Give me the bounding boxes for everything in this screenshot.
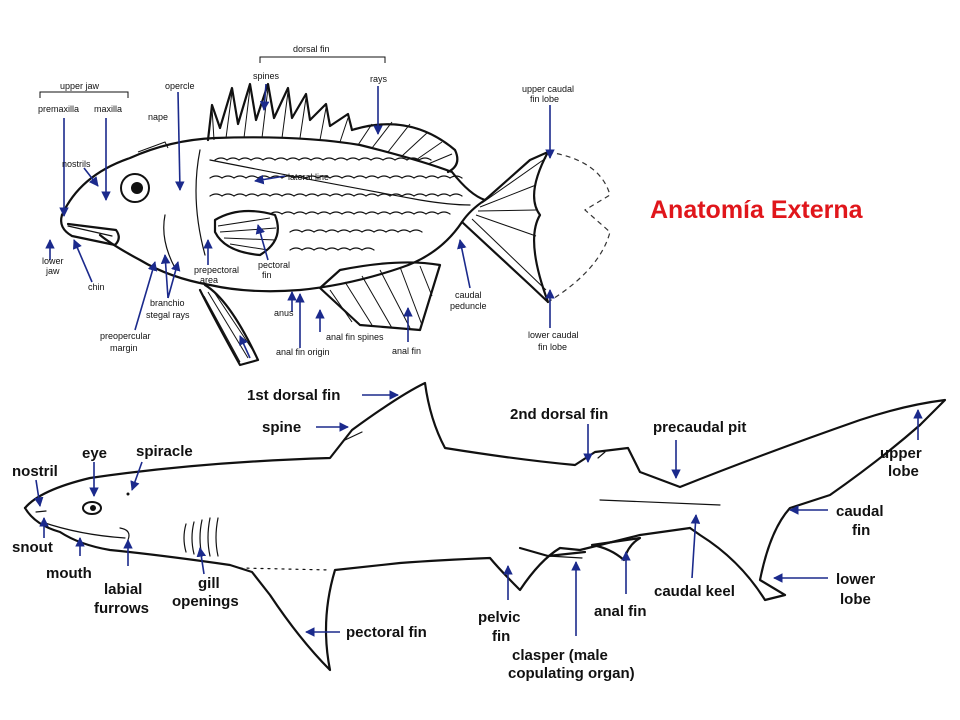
shark-label-spiracle: spiracle [136,443,193,460]
fish-label-anus: anus [274,308,294,318]
fish-label-chin: chin [88,282,105,292]
fish-label-caudal: caudal [455,290,482,300]
fish-label-premaxilla: premaxilla [38,104,79,114]
shark-label-snout: snout [12,539,53,556]
shark-label-nostril: nostril [12,463,58,480]
shark-label-lower: lower [836,571,875,588]
shark-label-clasper: clasper (male [512,647,608,664]
upper-jaw-bracket [39,91,129,98]
shark-label-caudal: caudal [836,503,884,520]
shark-label-labial: labial [104,581,142,598]
shark-illustration [23,381,947,672]
fish-label-rays: rays [370,74,388,84]
fish-label-anal-fin-origin: anal fin origin [276,347,330,357]
fish-label-spines: spines [253,71,280,81]
fish-label-stegal-rays: stegal rays [146,310,190,320]
shark-label-caudal-fin: fin [852,522,870,539]
fish-label-jaw: jaw [45,266,60,276]
fish-label-lateral-line: lateral line [288,172,329,182]
fish-label-nostrils: nostrils [62,159,91,169]
dorsal-fin-bracket [259,56,386,63]
fish-pointer-lines [45,83,555,359]
fish-label-upper-caudal: upper caudal [522,84,574,94]
nape-bracket [137,141,169,153]
shark-label-eye: eye [82,445,107,462]
page-title: Anatomía Externa [650,196,864,224]
shark-label-lower-lobe: lobe [840,591,871,608]
bony-fish-illustration [60,82,611,367]
shark-pointer-lines [33,390,923,637]
fish-label-pectoral-fin: fin [262,270,272,280]
fish-label-lower: lower [42,256,64,266]
shark-label-mouth: mouth [46,565,92,582]
shark-label-gill: gill [198,575,220,592]
fish-label-dorsal-fin: dorsal fin [293,44,330,54]
shark-label-pectoral-fin: pectoral fin [346,624,427,641]
fish-label-lower-caudal-lobe: fin lobe [538,342,567,352]
fish-label-upper-jaw: upper jaw [60,81,100,91]
fish-label-preopercular: preopercular [100,331,151,341]
fish-label-nape: nape [148,112,168,122]
shark-label-2nd-dorsal-fin: 2nd dorsal fin [510,406,608,423]
shark-label-upper: upper [880,445,922,462]
fish-label-upper-caudal-lobe: fin lobe [530,94,559,104]
shark-label-upper-lobe: lobe [888,463,919,480]
shark-label-caudal-keel: caudal keel [654,583,735,600]
fish-label-anal-fin: anal fin [392,346,421,356]
fish-label-branchio: branchio [150,298,185,308]
fish-label-maxilla: maxilla [94,104,122,114]
fish-label-lower-caudal: lower caudal [528,330,579,340]
shark-label-1st-dorsal-fin: 1st dorsal fin [247,387,340,404]
shark-label-copulating-organ: copulating organ) [508,665,635,682]
fish-label-margin: margin [110,343,138,353]
fish-label-opercle: opercle [165,81,195,91]
shark-label-precaudal-pit: precaudal pit [653,419,746,436]
fish-label-prepectoral: prepectoral [194,265,239,275]
shark-label-openings: openings [172,593,239,610]
shark-label-pelvic: pelvic [478,609,521,626]
shark-label-anal-fin: anal fin [594,603,647,620]
fish-label-pectoral: pectoral [258,260,290,270]
fish-label-prepectoral-area: area [200,275,218,285]
fish-label-peduncle: peduncle [450,301,487,311]
shark-label-furrows: furrows [94,600,149,617]
shark-label-pelvic-fin: fin [492,628,510,645]
shark-label-spine: spine [262,419,301,436]
fish-label-anal-fin-spines: anal fin spines [326,332,384,342]
